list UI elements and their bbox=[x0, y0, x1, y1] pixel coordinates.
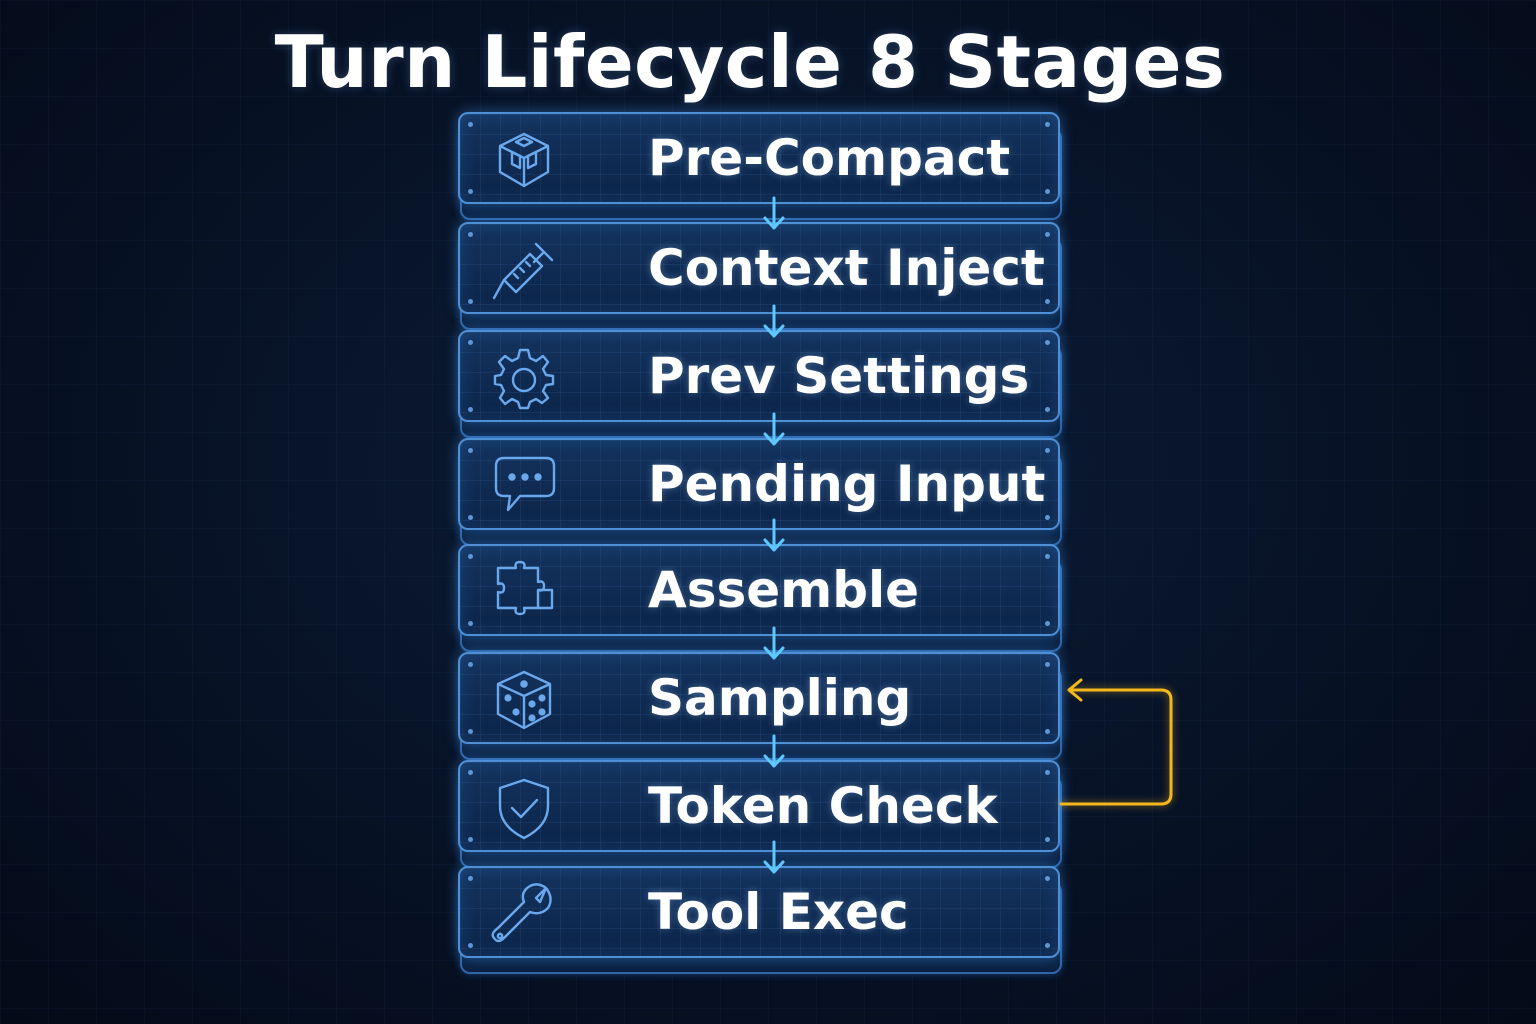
chat-bubble-icon bbox=[490, 452, 558, 520]
stage-sampling[interactable]: Sampling bbox=[458, 652, 1062, 760]
stage-label: Sampling bbox=[648, 669, 912, 727]
stage-label: Assemble bbox=[648, 561, 920, 619]
flow-arrow-2 bbox=[763, 304, 785, 338]
stage-label: Context Inject bbox=[648, 239, 1045, 297]
stage-label: Tool Exec bbox=[648, 883, 909, 941]
stage-pre-compact[interactable]: Pre-Compact bbox=[458, 112, 1062, 220]
syringe-icon bbox=[490, 236, 558, 304]
flow-arrow-5 bbox=[763, 626, 785, 660]
flow-arrow-3 bbox=[763, 412, 785, 446]
stage-token-check[interactable]: Token Check bbox=[458, 760, 1062, 868]
wrench-icon bbox=[490, 880, 558, 948]
puzzle-piece-icon bbox=[490, 558, 558, 626]
gear-icon bbox=[490, 344, 558, 412]
stage-pending-input[interactable]: Pending Input bbox=[458, 438, 1062, 546]
flow-arrow-6 bbox=[763, 734, 785, 768]
dice-icon bbox=[490, 666, 558, 734]
loop-arrow bbox=[1059, 678, 1173, 806]
page-title: Turn Lifecycle 8 Stages bbox=[274, 20, 1226, 104]
stage-label: Token Check bbox=[648, 777, 998, 835]
stage-prev-settings[interactable]: Prev Settings bbox=[458, 330, 1062, 438]
stage-label: Pending Input bbox=[648, 455, 1046, 513]
stage-label: Pre-Compact bbox=[648, 129, 1011, 187]
cube-icon bbox=[490, 126, 558, 194]
flow-arrow-7 bbox=[763, 840, 785, 874]
stage-context-inject[interactable]: Context Inject bbox=[458, 222, 1062, 330]
stage-assemble[interactable]: Assemble bbox=[458, 544, 1062, 652]
flow-arrow-1 bbox=[763, 196, 785, 230]
flow-arrow-4 bbox=[763, 518, 785, 552]
shield-check-icon bbox=[490, 774, 558, 842]
stage-tool-exec[interactable]: Tool Exec bbox=[458, 866, 1062, 974]
stage-label: Prev Settings bbox=[648, 347, 1030, 405]
